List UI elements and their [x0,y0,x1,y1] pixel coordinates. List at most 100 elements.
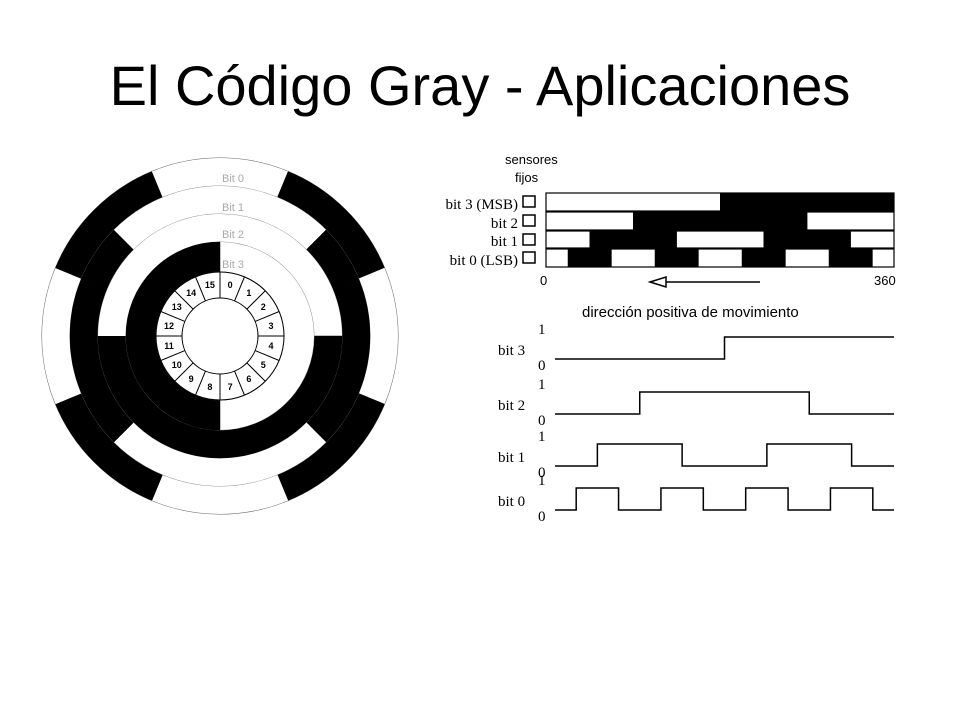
disk-segment-bit0-0 [220,158,289,198]
linear-encoder: sensores fijos bit 3 (MSB) bit 2 bit 1 b… [445,152,895,321]
waveform-label-0: bit 3 [498,343,525,359]
ring-label-bit-2: Bit 2 [222,229,244,241]
waveform-bit-2 [555,391,894,415]
track-bit2-border [545,211,895,231]
sector-number-12: 12 [164,321,174,331]
disk-segment-bit2-12 [98,289,134,336]
track-bit2-segment-11 [785,212,808,230]
disk-segment-bit2-14 [133,223,185,270]
track-bit2-segment-5 [654,212,677,230]
direction-label: dirección positiva de movimiento [582,304,799,321]
track-bit0-segment-6 [676,249,699,267]
track-bit1-segment-11 [785,231,808,248]
track-bit3-segment-14 [850,193,873,211]
track-label-bit-1: bit 1 [491,234,518,250]
disk-segment-bit0-12 [42,267,82,336]
number-divider-1 [234,276,245,302]
sector-number-7: 7 [228,382,233,392]
sensor-box-bit0 [522,251,536,264]
disk-segment-bit0-11 [42,336,82,405]
sensors-label: sensores [505,152,558,167]
ring-label-bit-0: Bit 0 [222,173,244,185]
track-labels: bit 3 (MSB) bit 2 bit 1 bit 0 (LSB) [445,197,518,269]
disk-segment-bit1-0 [220,186,278,224]
track-bit0-segment-13 [828,249,851,267]
track-bit1-segment-10 [763,231,786,248]
waveform-high-3: 1 [538,473,546,489]
ring-label-bit-3: Bit 3 [222,259,244,271]
track-bit3-segment-10 [763,193,786,211]
track-label-bit-2: bit 2 [491,216,518,232]
sector-number-2: 2 [261,302,266,312]
disk-segment-bit3-7 [220,395,256,430]
disk-segment-bit2-3 [306,289,342,336]
sector-number-5: 5 [261,360,266,370]
gray-code-disk [41,157,399,515]
track-bit1-segment-12 [807,231,830,248]
axis-end-label: 360 [874,273,896,288]
waveform-label-3: bit 0 [498,494,525,510]
sector-number-9: 9 [189,374,194,384]
waveform-low-0: 0 [538,358,546,374]
waveform-bit-0 [555,487,894,511]
disk-segment-bit0-15 [151,158,220,198]
disk-segment-bit1-8 [162,448,220,486]
number-divider-5 [254,350,280,361]
number-divider-7 [234,370,245,396]
disk-segment-bit2-1 [255,223,307,270]
disk-segment-bit1-1 [266,197,327,250]
sector-number-14: 14 [186,288,196,298]
waveform-high-2: 1 [538,429,546,445]
disk-segment-bit2-15 [173,214,220,250]
track-bit1-segment-13 [828,231,851,248]
track-label-bit-0: bit 0 (LSB) [450,253,518,269]
disk-segment-bit0-8 [151,474,220,514]
disk-segment-bit1-7 [220,448,278,486]
waveform-high-0: 1 [538,322,546,338]
waveform-high-1: 1 [538,377,546,393]
slide-title: El Código Gray - Aplicaciones [109,54,851,117]
number-divider-14 [174,290,194,310]
track-bit3-segment-8 [720,193,743,211]
number-divider-15 [195,276,206,302]
track-bit2-segment-8 [720,212,743,230]
track-bit3-border [545,192,895,212]
waveform-bit-1 [555,443,894,467]
sector-number-6: 6 [246,374,251,384]
sector-number-10: 10 [172,360,182,370]
track-bit0-segment-5 [654,249,677,267]
track-bit1-segment-4 [633,231,656,248]
disk-segment-bit2-0 [220,214,267,250]
disk-segment-bit3-6 [244,381,287,423]
track-bit0-segment-10 [763,249,786,267]
waveform-label-2: bit 1 [498,450,525,466]
sector-number-13: 13 [172,302,182,312]
sector-number-4: 4 [268,341,273,351]
sensors-fixed-label: fijos [515,170,539,185]
sensor-box-bit3 [522,195,536,208]
waveform-low-1: 0 [538,413,546,429]
sensor-box-bit1 [522,233,536,246]
sector-number-0: 0 [228,280,233,290]
number-divider-2 [246,290,266,310]
disk-segment-bit2-2 [286,249,333,301]
track-bit3-segment-15 [872,193,895,211]
waveform-low-3: 0 [538,509,546,525]
disk-segment-bit3-4 [279,336,314,372]
sector-number-1: 1 [246,288,251,298]
sector-number-8: 8 [207,382,212,392]
track-bit2-segment-10 [763,212,786,230]
disk-segment-bit3-1 [244,249,287,291]
axis-start-label: 0 [540,273,547,288]
track-bit0-segment-9 [741,249,764,267]
track-bit0-border [545,248,895,268]
disk-segment-bit1-14 [113,197,174,250]
disk-segment-bit3-5 [265,360,307,403]
number-divider-10 [174,362,194,382]
ring-labels: Bit 0 Bit 1 Bit 2 Bit 3 [222,173,244,271]
waveform-label-1: bit 2 [498,398,525,414]
disk-segment-bit2-13 [107,249,154,301]
